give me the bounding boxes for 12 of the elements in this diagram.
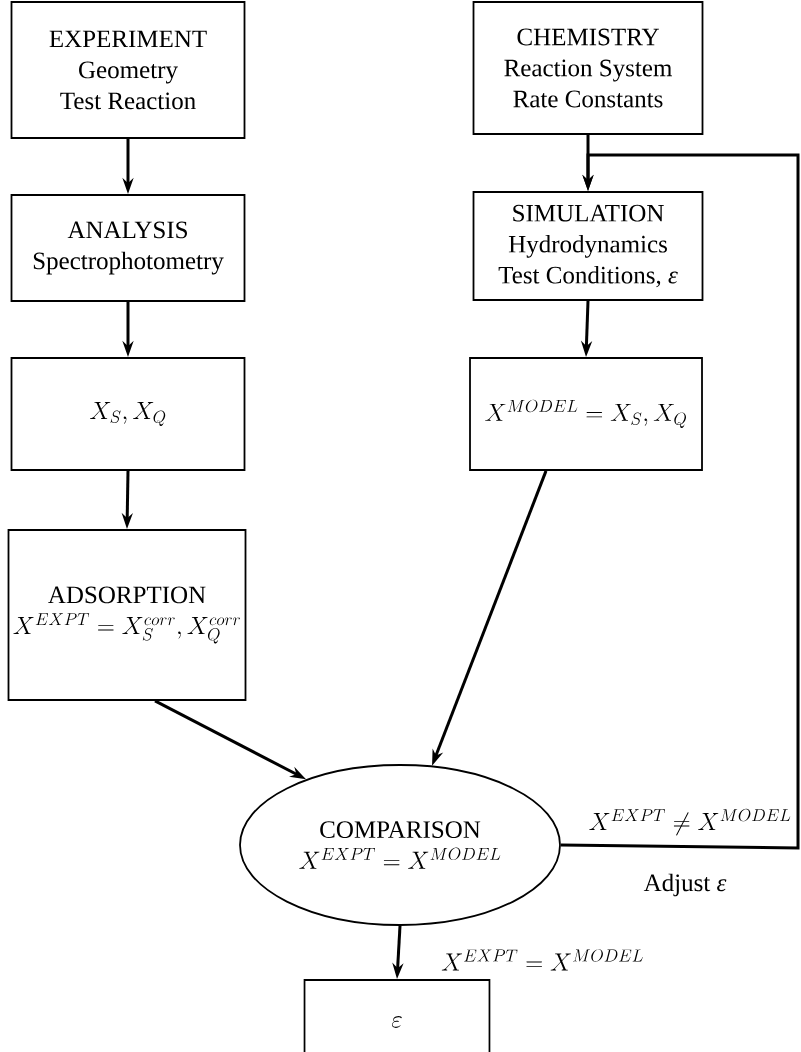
- process-box: $\varepsilon$: [303, 979, 491, 1052]
- process-box: CHEMISTRY Reaction System Rate Constants: [472, 1, 704, 135]
- process-box: $X_S, X_Q$: [10, 357, 246, 471]
- process-box: $X^{MODEL} = X_S, X_Q$: [469, 357, 703, 471]
- edge-label: $X^{EXPT} \neq X^{MODEL}$: [587, 808, 793, 836]
- edge-label: $X^{EXPT} = X^{MODEL}$: [440, 948, 645, 972]
- arrow: [560, 153, 800, 850]
- process-box: EXPERIMENT Geometry Test Reaction: [10, 1, 246, 139]
- process-box: ANALYSIS Spectrophotometry: [10, 194, 246, 302]
- process-box: ADSORPTION $X^{EXPT} = X_S^{corr}, X_Q^{corr}$: [7, 529, 247, 701]
- note-text: Adjust ε: [643, 873, 727, 897]
- process-box: SIMULATION Hydrodynamics Test Conditions, ε: [472, 191, 704, 301]
